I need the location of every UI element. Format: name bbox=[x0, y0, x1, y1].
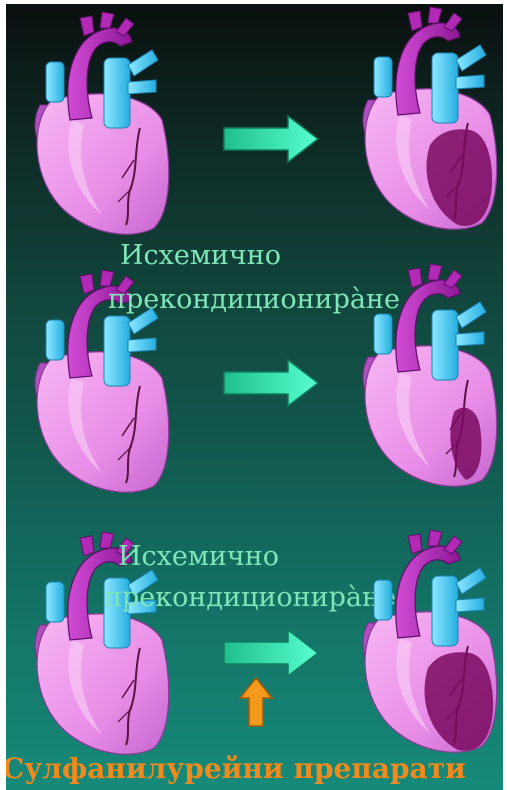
infarcted-heart-large bbox=[350, 5, 500, 240]
arrow-up-icon bbox=[238, 676, 274, 728]
infarcted-heart-large bbox=[350, 528, 500, 763]
label-ischemic-line1: Исхемично bbox=[118, 537, 279, 577]
arrow-right-icon bbox=[220, 112, 320, 166]
healthy-heart bbox=[22, 10, 172, 245]
arrow-right-icon bbox=[220, 626, 320, 680]
frame-border bbox=[0, 0, 6, 790]
caption-sulfonylureas: Сулфанилурейни препарати bbox=[2, 748, 507, 790]
infarcted-heart-small bbox=[350, 262, 500, 497]
label-ischemic-line1: Исхемично bbox=[120, 236, 281, 276]
frame-border bbox=[503, 0, 507, 790]
arrow-right-icon bbox=[220, 356, 320, 410]
frame-border bbox=[0, 0, 507, 4]
